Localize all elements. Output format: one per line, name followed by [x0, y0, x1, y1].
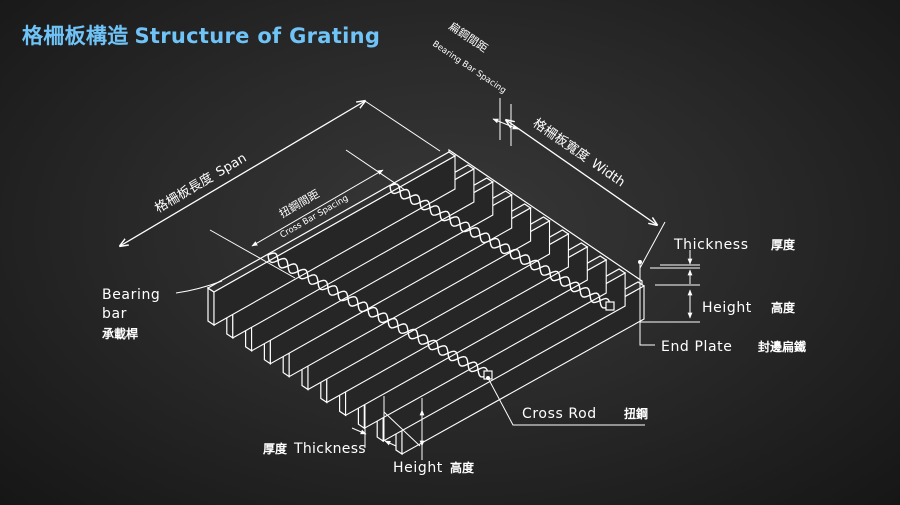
height-right-label-en: Height	[702, 300, 752, 316]
end-plate-leader	[639, 262, 655, 346]
width-arrow	[506, 120, 657, 225]
span-extension-line	[364, 100, 441, 152]
thickness-right-label-zh: 厚度	[771, 237, 796, 252]
bottom-dimensions: 厚度 Thickness Height 高度	[263, 396, 475, 476]
thickness-bottom-arrow-right	[384, 440, 397, 447]
cbs-extension-2	[345, 149, 406, 191]
span-label-zh: 格柵板長度	[152, 170, 216, 217]
span-label-en: Span	[214, 151, 250, 181]
cbs-extension-1	[209, 229, 296, 279]
bearing-bar-label-en-1: Bearing	[102, 287, 160, 303]
right-dimensions: Thickness 厚度 Height 高度 End Plate 封邊扁鐵	[638, 237, 806, 355]
cross-rod-callout: Cross Rod 扭鋼	[486, 376, 648, 426]
span-arrow	[120, 101, 365, 246]
title-english: Structure of Grating	[134, 24, 381, 48]
thickness-right-label-en: Thickness	[673, 237, 749, 253]
cross-rod-strand	[267, 252, 489, 378]
svg-text:格柵板寬度Width: 格柵板寬度Width	[530, 115, 628, 190]
thickness-bottom-label-zh: 厚度	[263, 441, 288, 456]
cross-rod-label-en: Cross Rod	[522, 406, 597, 422]
title-chinese: 格柵板構造	[22, 24, 129, 48]
bearing-bar-end-face	[207, 286, 215, 327]
height-right-label-zh: 高度	[771, 300, 796, 315]
bbs-label-en: Bearing Bar Spacing	[430, 39, 507, 96]
height-bottom-label-en: Height	[393, 460, 443, 476]
cross-rod-strand	[389, 183, 611, 309]
svg-text:格柵板長度Span: 格柵板長度Span	[152, 150, 249, 217]
bearing-bar-label-zh: 承載桿	[102, 326, 138, 341]
end-plate-label-zh: 封邊扁鐵	[758, 339, 806, 354]
cross-rod-leader-dot	[486, 376, 490, 380]
thickness-bottom-label-en: Thickness	[293, 441, 366, 457]
height-bottom-label-zh: 高度	[450, 460, 475, 475]
cross-rod-leader	[487, 377, 645, 426]
cross-rod	[389, 183, 615, 311]
bbs-arrow	[492, 118, 519, 130]
end-plate-label-en: End Plate	[661, 339, 732, 355]
bearing-bar-spacing-dimension: 扁鋼間距 Bearing Bar Spacing	[430, 19, 519, 146]
bearing-bar-callout: Bearing bar 承載桿	[102, 280, 223, 341]
bearing-bar-leader	[175, 280, 223, 294]
end-plate-leader-dot	[638, 260, 642, 264]
width-extension-line	[639, 221, 666, 269]
height-bottom-base-line	[383, 411, 421, 447]
cross-rod-label-zh: 扭鋼	[624, 406, 648, 421]
width-label-en: Width	[588, 156, 628, 190]
thickness-bottom-arrow-left	[351, 427, 367, 435]
cross-rod-end	[605, 301, 615, 311]
cbs-arrow	[251, 169, 384, 247]
bearing-bar-label-en-2: bar	[102, 306, 127, 322]
